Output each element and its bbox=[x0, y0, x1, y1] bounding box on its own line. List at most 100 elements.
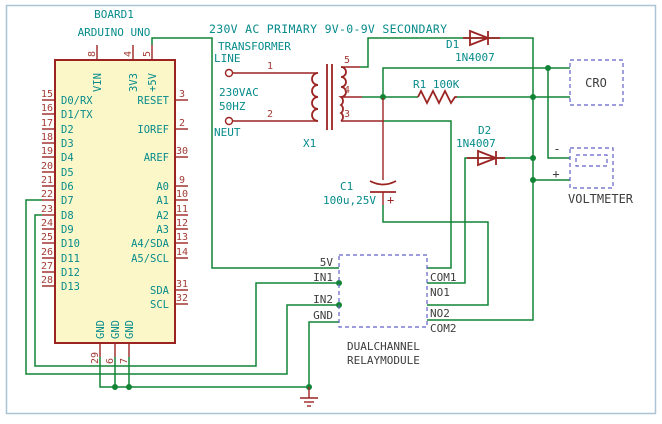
wire-d7-to-in2 bbox=[25, 199, 339, 375]
page-frame bbox=[5, 4, 657, 415]
cap-plus-sign: + bbox=[387, 193, 394, 207]
pin-name: D10 bbox=[61, 238, 80, 250]
schematic-title: 230V AC PRIMARY 9V-0-9V SECONDARY bbox=[209, 22, 447, 36]
pin-name: D3 bbox=[61, 138, 74, 150]
wire-centertap-to-cro bbox=[382, 67, 570, 97]
transformer-symbol: TRANSFORMER LINE 230VAC 50HZ NEUT X1 1 2… bbox=[214, 40, 383, 150]
diode-d2: D2 1N4007 bbox=[456, 124, 505, 167]
pin-number: 17 bbox=[41, 118, 53, 129]
pin-number: 22 bbox=[41, 189, 53, 200]
pin-name: GND bbox=[124, 320, 136, 339]
voltage-spec: 230VAC bbox=[219, 86, 259, 99]
relay-pin-com1: COM1 bbox=[430, 271, 457, 284]
junction-dot bbox=[545, 65, 551, 71]
pin-number: 5 bbox=[344, 55, 350, 66]
secondary-coil bbox=[338, 66, 347, 122]
pin-number: 20 bbox=[41, 161, 53, 172]
pin-name: IOREF bbox=[137, 124, 169, 136]
relay-outline bbox=[338, 254, 428, 328]
wire-pin5-d1-dcplus-com2 bbox=[360, 37, 534, 321]
arduino-top-pins: 8 VIN 4 3V3 5 +5V bbox=[87, 45, 159, 92]
pin-number: 26 bbox=[41, 247, 53, 258]
pin-name: A1 bbox=[156, 195, 169, 207]
relay-pin-in1: IN1 bbox=[313, 271, 333, 284]
voltmeter-display bbox=[575, 154, 608, 167]
pin-number: 6 bbox=[105, 358, 116, 364]
pin-number: 7 bbox=[119, 358, 130, 364]
junction-dot bbox=[126, 384, 132, 390]
pin-number: 2 bbox=[267, 109, 273, 120]
pin-number: 28 bbox=[41, 275, 53, 286]
relay-pin-no2: NO2 bbox=[430, 307, 450, 320]
pin-number: 5 bbox=[142, 51, 153, 57]
pin-number: 4 bbox=[123, 51, 134, 57]
diode-ref: D2 bbox=[478, 124, 491, 137]
pin-number: 9 bbox=[179, 175, 185, 186]
pin-name: D5 bbox=[61, 167, 74, 179]
diode-triangle bbox=[477, 149, 499, 167]
pin-number: 25 bbox=[41, 232, 53, 243]
relay-pin-5v: 5V bbox=[320, 256, 334, 269]
voltmeter-outline bbox=[569, 147, 614, 189]
arduino-left-pins: 15 D0/RX 16 D1/TX 17 D2 18 D3 19 D4 20 D… bbox=[41, 89, 93, 293]
pin-name: D13 bbox=[61, 281, 80, 293]
pin-name: D9 bbox=[61, 224, 74, 236]
pin-name: D4 bbox=[61, 152, 74, 164]
wire-no1-to-d2 bbox=[427, 157, 533, 284]
junction-dot bbox=[336, 280, 342, 286]
voltmeter-plus-sign: + bbox=[552, 167, 559, 181]
arduino-bottom-pins: 29 GND 6 GND 7 GND bbox=[90, 320, 136, 364]
wire-5v-to-relay bbox=[151, 37, 339, 269]
pin-name: GND bbox=[110, 320, 122, 339]
wires bbox=[25, 37, 570, 388]
junction-dot bbox=[380, 94, 386, 100]
neut-terminal-circle bbox=[224, 116, 234, 126]
pin-number: 14 bbox=[176, 247, 188, 258]
relay-pin-no1: NO1 bbox=[430, 286, 450, 299]
freq-spec: 50HZ bbox=[219, 100, 246, 113]
pin-number: 31 bbox=[176, 279, 188, 290]
diode-triangle bbox=[469, 29, 491, 47]
line-terminal-circle bbox=[224, 68, 234, 78]
pin-number: 23 bbox=[41, 204, 53, 215]
pin-name: D2 bbox=[61, 124, 74, 136]
resistor-label: R1 100K bbox=[413, 78, 460, 91]
pin-name: D11 bbox=[61, 253, 80, 265]
pin-name: SCL bbox=[150, 299, 169, 311]
relay-name-line1: DUALCHANNEL bbox=[347, 340, 420, 353]
diode-ref: D1 bbox=[446, 38, 459, 51]
pin-number: 3 bbox=[179, 89, 185, 100]
pin-name: AREF bbox=[144, 152, 169, 164]
pin-number: 24 bbox=[41, 218, 53, 229]
pin-name: D7 bbox=[61, 195, 74, 207]
resistor-r1: R1 100K bbox=[413, 78, 460, 106]
pin-number: 1 bbox=[267, 61, 273, 72]
transformer-label: TRANSFORMER bbox=[218, 40, 291, 53]
junction-dot bbox=[530, 177, 536, 183]
cap-curved-plate bbox=[369, 180, 397, 186]
relay-pin-com2: COM2 bbox=[430, 322, 457, 335]
pin-number: 29 bbox=[90, 352, 101, 364]
pin-name: A2 bbox=[156, 210, 169, 222]
pin-name: VIN bbox=[92, 73, 104, 92]
pin-number: 10 bbox=[176, 189, 188, 200]
arduino-ref: BOARD1 bbox=[94, 8, 134, 21]
pin-name: 3V3 bbox=[128, 73, 140, 92]
junction-dot bbox=[112, 384, 118, 390]
pin-number: 12 bbox=[176, 218, 188, 229]
relay-pin-in2: IN2 bbox=[313, 293, 333, 306]
pin-name: D0/RX bbox=[61, 95, 93, 107]
capacitor-c1: C1 100u,25V + bbox=[323, 98, 397, 207]
pin-number: 4 bbox=[344, 85, 350, 96]
wire-gnd-bus bbox=[99, 357, 309, 388]
neut-terminal-label: NEUT bbox=[214, 126, 241, 139]
cap-ref: C1 bbox=[340, 180, 353, 193]
pin-number: 19 bbox=[41, 146, 53, 157]
pin-name: GND bbox=[95, 320, 107, 339]
pin-number: 13 bbox=[176, 232, 188, 243]
wire-pin3-to-com1 bbox=[383, 120, 452, 269]
diode-value: 1N4007 bbox=[456, 137, 496, 150]
pin-name: D12 bbox=[61, 267, 80, 279]
transformer-ref: X1 bbox=[303, 137, 316, 150]
arduino-right-pins: 3 RESET 2 IOREF 30 AREF 9 A0 10 A1 11 A2… bbox=[131, 89, 188, 311]
